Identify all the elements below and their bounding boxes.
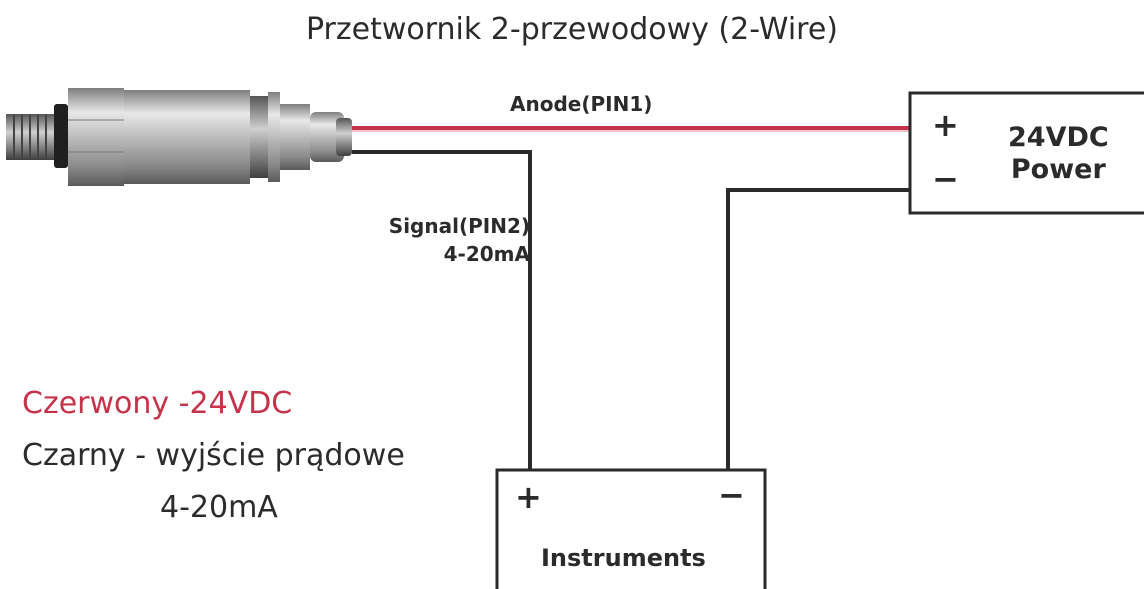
signal-label: Signal(PIN2) 4-20mA [372, 212, 530, 268]
anode-wire-red [352, 126, 910, 132]
instruments-minus-terminal: − [718, 476, 745, 514]
legend-red-wire: Czerwony -24VDC [22, 386, 293, 421]
power-minus-terminal: − [932, 160, 959, 198]
signal-wire-black [352, 150, 532, 470]
instruments-box [495, 468, 767, 589]
power-supply-name: Power [1010, 154, 1106, 185]
power-plus-terminal: + [932, 106, 959, 144]
signal-label-pin: Signal(PIN2) [388, 214, 530, 238]
legend-black-wire: Czarny - wyjście prądowe [22, 438, 405, 473]
signal-label-range: 4-20mA [443, 242, 530, 266]
pressure-transmitter-icon [6, 88, 352, 186]
anode-label: Anode(PIN1) [510, 92, 653, 116]
return-wire-black [726, 188, 910, 470]
legend-current-range: 4-20mA [160, 490, 278, 525]
power-supply-voltage: 24VDC [1008, 122, 1109, 153]
instruments-plus-terminal: + [515, 478, 542, 516]
instruments-label: Instruments [541, 544, 706, 572]
diagram-title: Przetwornik 2-przewodowy (2-Wire) [305, 12, 838, 47]
power-supply-box [908, 91, 1144, 215]
power-supply-label: 24VDC Power [1008, 122, 1109, 186]
